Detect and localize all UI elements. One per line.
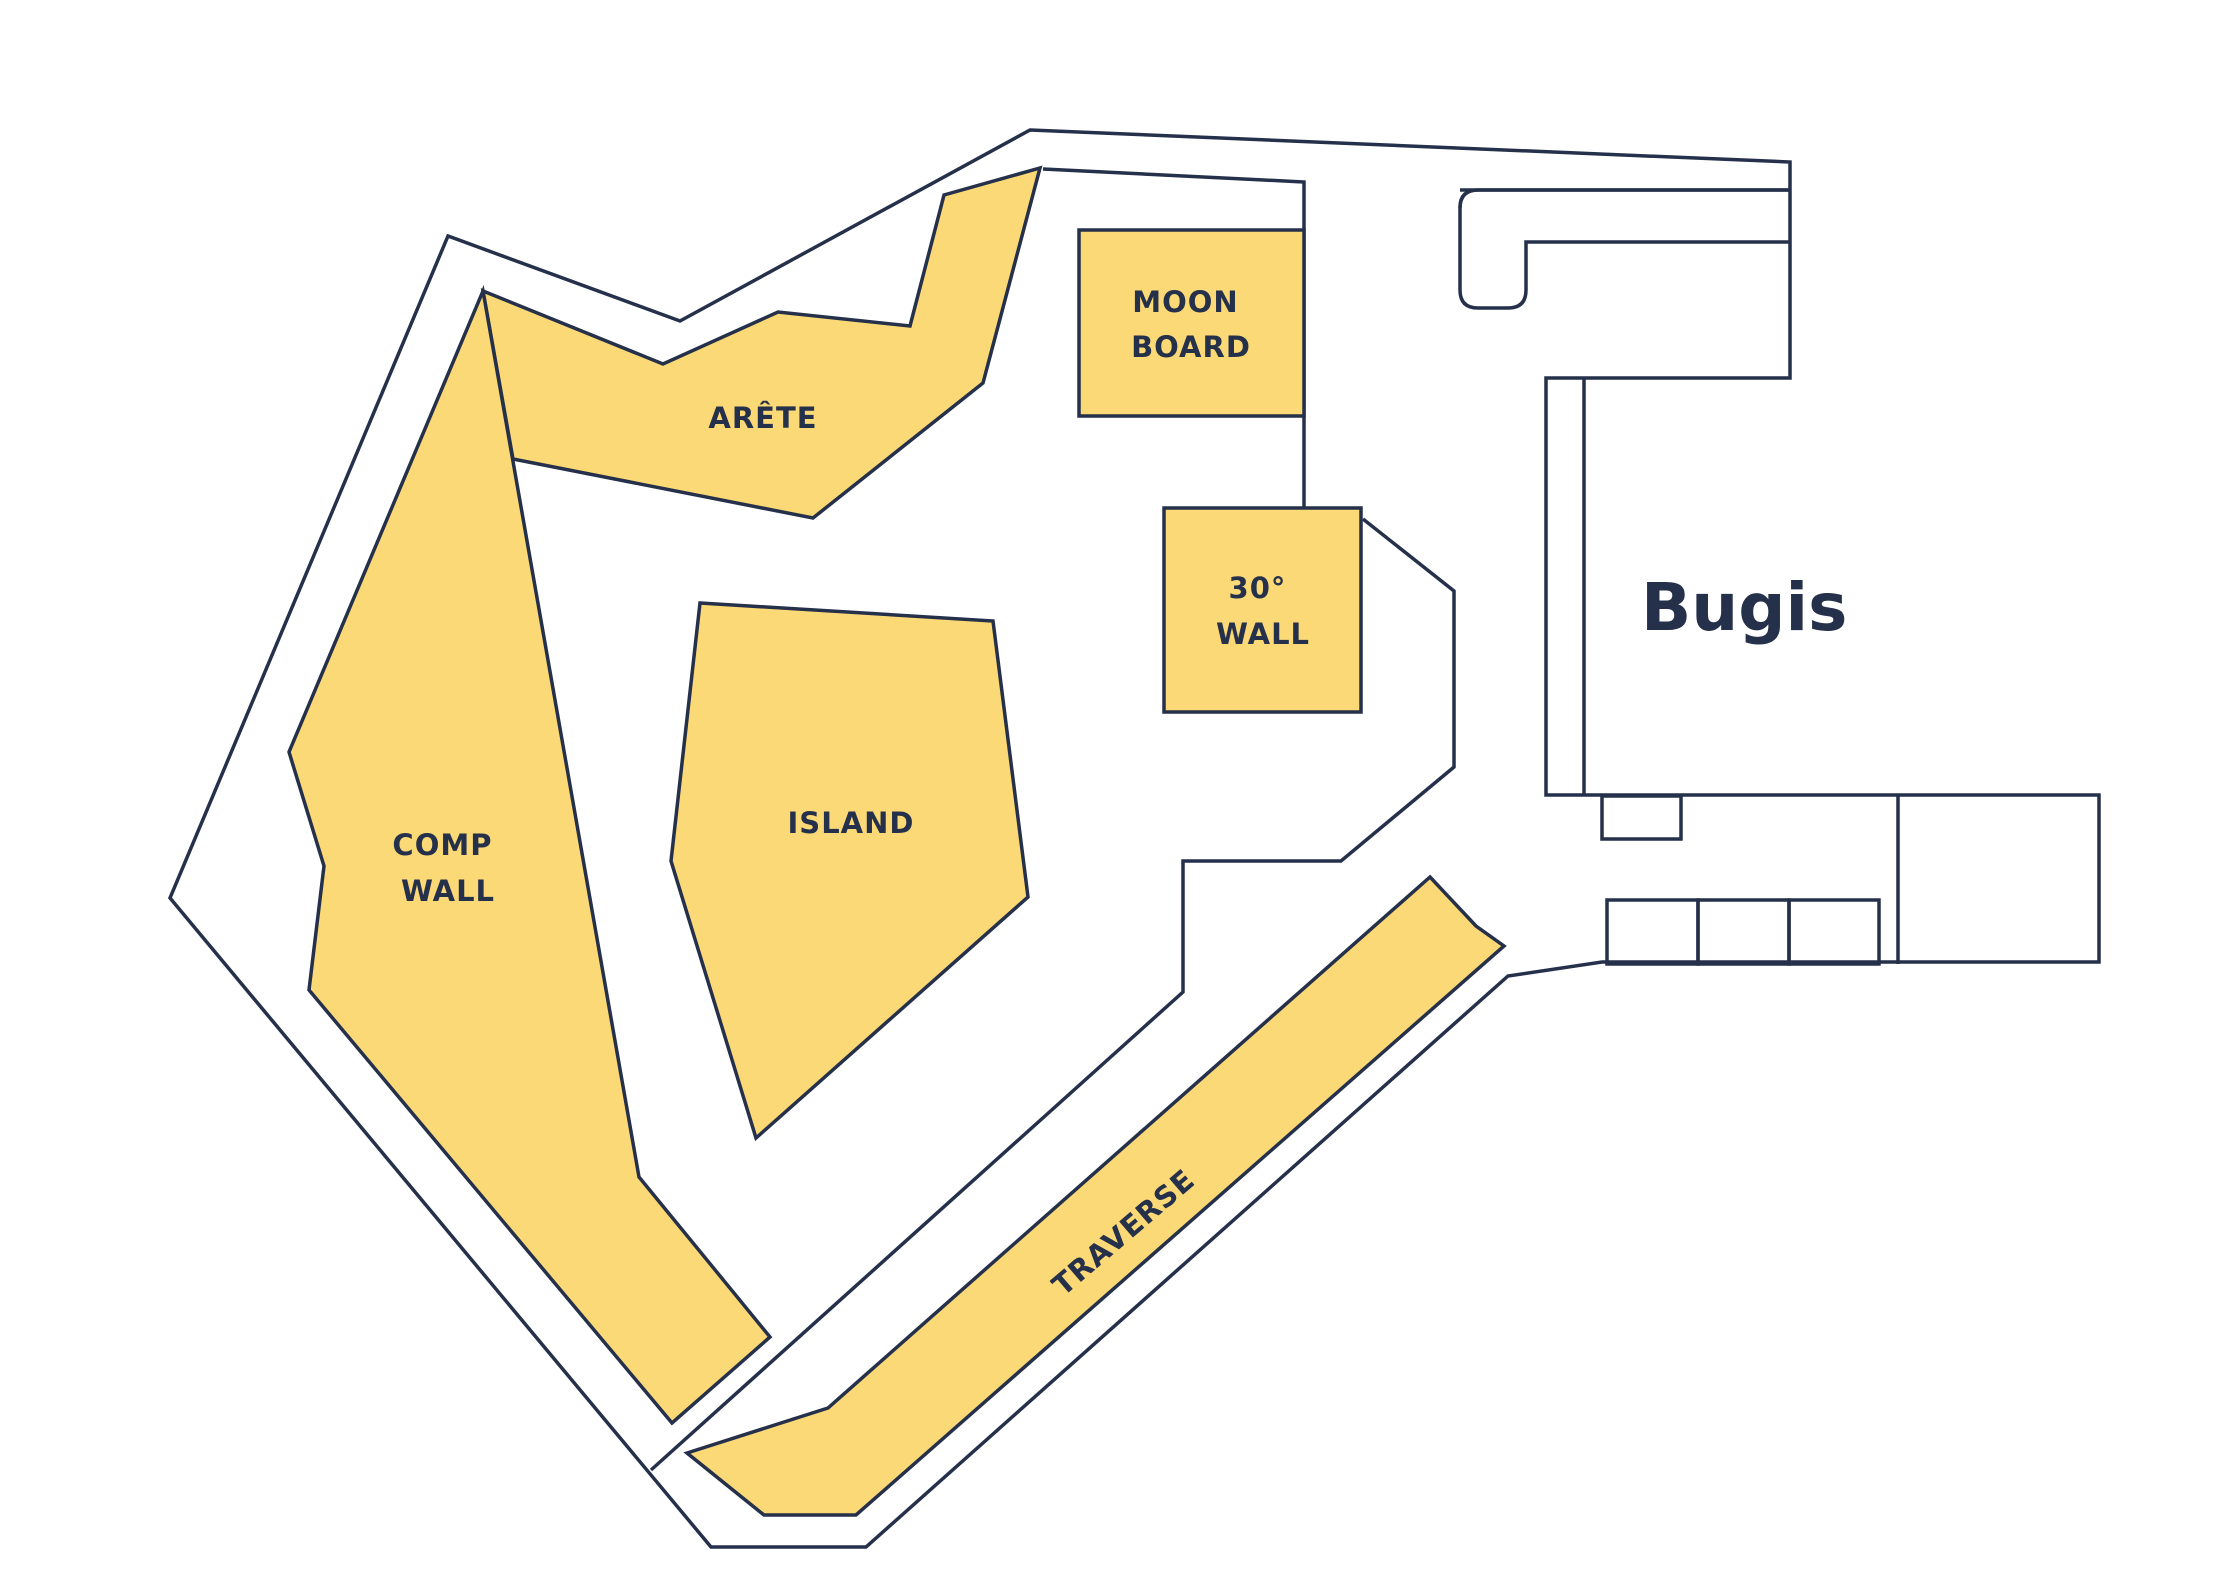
label-30-wall: 30° WALL (1216, 571, 1310, 651)
zone-traverse[interactable] (683, 874, 1507, 1517)
storage-box (1600, 794, 1683, 841)
locker-3 (1787, 898, 1881, 966)
zone-moon-board[interactable] (1077, 228, 1306, 418)
label-arete: ARÊTE (708, 401, 817, 435)
zone-comp-wall[interactable] (287, 284, 773, 1426)
counter-cap (1458, 188, 1790, 209)
zone-30-wall[interactable] (1162, 506, 1363, 714)
location-title: Bugis (1641, 569, 1847, 646)
label-comp-wall: COMP WALL (392, 828, 503, 908)
counter (1458, 188, 1790, 310)
label-island: ISLAND (788, 806, 915, 840)
locker-1 (1605, 898, 1700, 966)
zone-island[interactable] (669, 601, 1030, 1142)
zone-arete[interactable] (480, 165, 1043, 520)
perimeter-wall (167, 128, 2101, 1549)
walls (167, 128, 2101, 1549)
locker-2 (1696, 898, 1791, 966)
inner-wall-right (649, 517, 1456, 1472)
climbing-zones (287, 165, 1507, 1517)
label-moon-board: MOON BOARD (1131, 285, 1251, 364)
